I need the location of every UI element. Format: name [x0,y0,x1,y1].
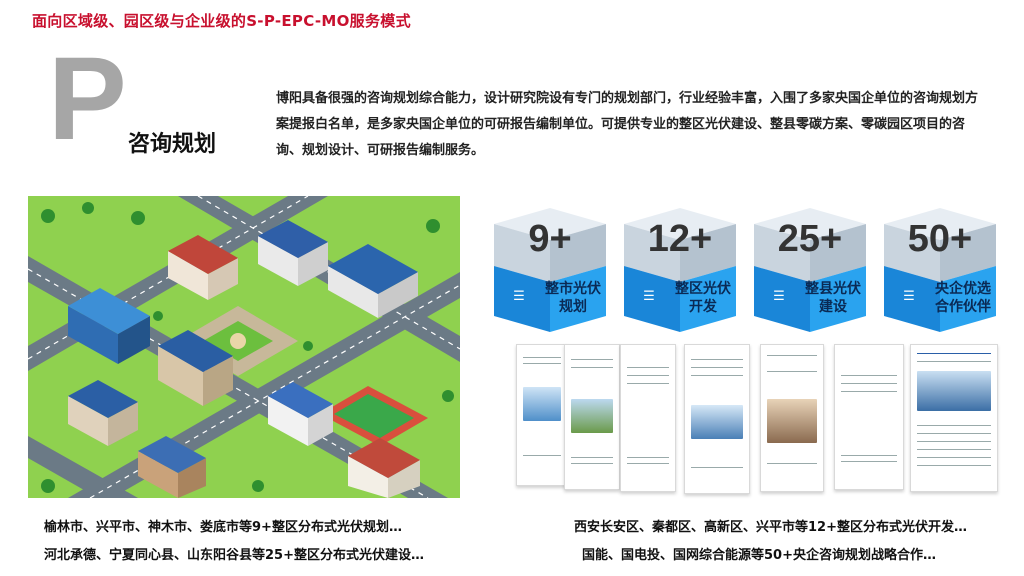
stat-cube-district: 12+ ☰ 整区光伏开发 [618,204,742,338]
big-letter-p: P [48,33,127,165]
solar-panel-icon: ☰ [513,289,525,304]
stat-label: 整县光伏建设 [805,281,861,315]
caption-county-construction: 河北承德、宁夏同心县、山东阳谷县等25+整区分布式光伏建设… [44,548,424,563]
report-doc-thumbnail [564,344,620,490]
stat-value: 50+ [907,218,973,260]
caption-soe-partnership: 国能、国电投、国网综合能源等50+央企咨询规划战略合作… [582,548,936,563]
stat-cubes: 9+ ☰ 整市光伏规划 12+ ☰ 整区光伏开发 25+ ☰ 整县光伏建设 [488,204,1008,338]
stat-value: 12+ [647,218,713,260]
page-title: 面向区域级、园区级与企业级的S-P-EPC-MO服务模式 [32,12,411,30]
stat-value: 9+ [528,218,572,260]
city-illustration [28,196,460,498]
report-doc-thumbnail [620,344,676,492]
report-doc-thumbnail [910,344,998,492]
stat-label: 整区光伏开发 [675,281,731,315]
report-doc-thumbnail [684,344,750,494]
caption-district-development: 西安长安区、秦都区、高新区、兴平市等12+整区分布式光伏开发… [574,520,967,535]
caption-city-planning: 榆林市、兴平市、神木市、娄底市等9+整区分布式光伏规划… [44,520,402,535]
report-doc-thumbnail [834,344,904,490]
solar-panel-icon: ☰ [773,289,785,304]
solar-panel-icon: ☰ [903,289,915,304]
stat-value: 25+ [777,218,843,260]
stat-cube-county: 25+ ☰ 整县光伏建设 [748,204,872,338]
stat-cube-city: 9+ ☰ 整市光伏规划 [488,204,612,338]
report-doc-thumbnail [760,344,824,492]
stat-label: 整市光伏规划 [545,281,601,315]
section-description: 博阳具备很强的咨询规划综合能力，设计研究院设有专门的规划部门，行业经验丰富，入围… [276,91,979,158]
section-title: 咨询规划 [128,132,217,157]
solar-panel-icon: ☰ [643,289,655,304]
stat-cube-partners: 50+ ☰ 央企优选合作伙伴 [878,204,1002,338]
report-doc-thumbnail [516,344,568,486]
report-documents [512,344,1000,494]
stat-label: 央企优选合作伙伴 [935,281,991,315]
